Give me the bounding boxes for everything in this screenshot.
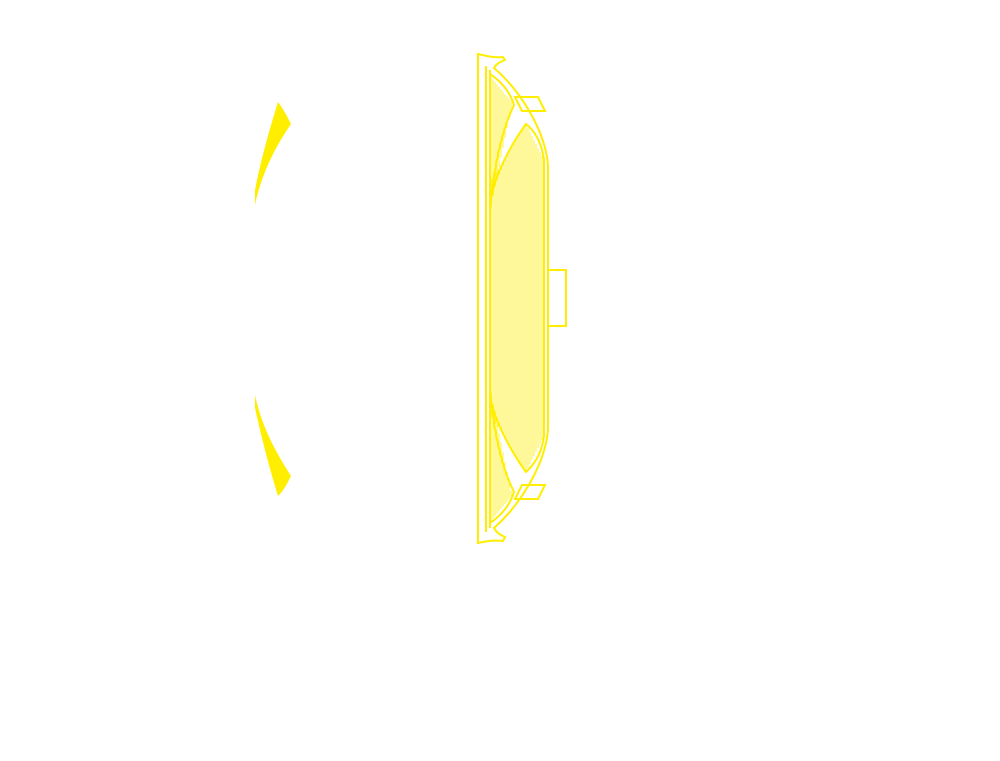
- bottom-bracket: [513, 484, 547, 500]
- center-lens-hatching: [491, 124, 543, 472]
- left-crescent-arc: [255, 102, 291, 496]
- left-arc-bottom-segment: [255, 395, 291, 496]
- center-lens-outline: [489, 122, 545, 474]
- upper-wedge-outline: [489, 72, 516, 211]
- top-bracket: [513, 96, 547, 112]
- outer-bezel: [477, 52, 549, 545]
- lamp-assembly: [477, 52, 567, 545]
- left-arc-top-segment: [255, 102, 291, 205]
- lower-wedge-outline: [489, 389, 516, 525]
- side-tab: [548, 269, 567, 327]
